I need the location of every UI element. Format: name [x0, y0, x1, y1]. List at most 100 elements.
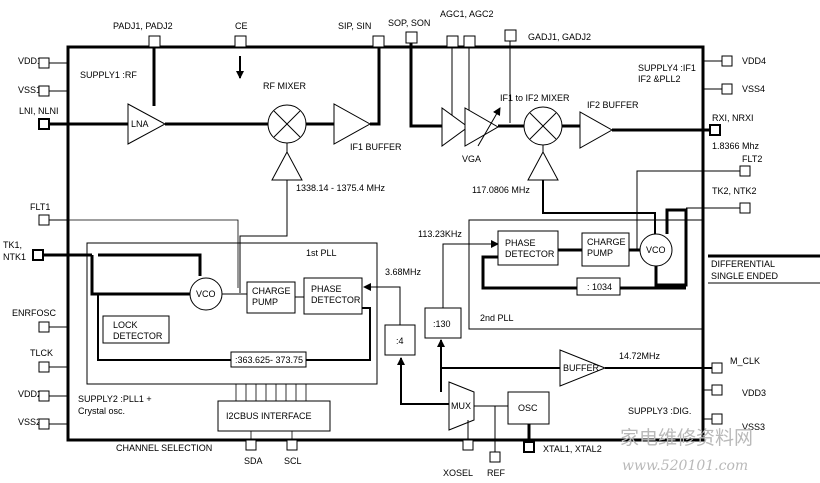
- freq-clk: 14.72MHz: [619, 351, 661, 361]
- pin-vdd2-label: VDD2: [18, 389, 42, 399]
- pin-vss4: [721, 83, 733, 95]
- pin-vdd1: [38, 57, 50, 69]
- watermark-cn: 家电维修资料网: [620, 427, 753, 449]
- watermark-url: www.520101.com: [622, 458, 748, 474]
- lna-label: LNA: [131, 119, 149, 129]
- pin-mclk: [711, 362, 723, 374]
- pin-vss4-label: VSS4: [742, 84, 765, 94]
- pin-agc1: [446, 35, 459, 48]
- pin-lni: [38, 118, 50, 130]
- divider-4-label: :4: [396, 336, 404, 346]
- pll1-phase-det-label-a: PHASE: [311, 284, 342, 294]
- pll2-charge-pump-label-a: CHARGE: [587, 237, 626, 247]
- freq-lo1: 1338.14 - 1375.4 MHz: [296, 183, 386, 193]
- pll1-divider-label: :363.625- 373.75: [235, 355, 303, 365]
- pin-padj-label: PADJ1, PADJ2: [113, 21, 173, 31]
- pin-enrfosc-label: ENRFOSC: [12, 308, 57, 318]
- pin-vdd3-label: VDD3: [742, 388, 766, 398]
- pin-sda: [245, 439, 257, 451]
- pll1-box: [86, 242, 378, 385]
- pin-xtal-label: XTAL1, XTAL2: [543, 444, 602, 454]
- pll2-phase-det-label-a: PHASE: [505, 238, 536, 248]
- supply1-label: SUPPLY1 :RF: [80, 70, 137, 80]
- pin-flt2-label: FLT2: [742, 154, 762, 164]
- pin-xosel-label: XOSEL: [443, 468, 473, 478]
- clock-buffer: [559, 349, 607, 387]
- pin-sip-label: SIP, SIN: [338, 21, 371, 31]
- pll1-label: 1st PLL: [306, 248, 337, 258]
- supply2-label-b: Crystal osc.: [78, 406, 125, 416]
- pin-vdd3: [711, 384, 723, 396]
- i2c-interface: [217, 400, 331, 432]
- pin-flt1-label: FLT1: [30, 202, 50, 212]
- pll2-divider-label: : 1034: [587, 282, 612, 292]
- pin-flt1: [38, 214, 50, 226]
- pin-ref-label: REF: [487, 468, 506, 478]
- freq-if-out: 1.8366 Mhz: [712, 141, 760, 151]
- pin-agc2: [463, 35, 476, 48]
- pll2-label: 2nd PLL: [480, 313, 514, 323]
- mux-label: MUX: [451, 401, 471, 411]
- pin-ref: [489, 451, 501, 463]
- supply4-label-a: SUPPLY4 :IF1: [638, 63, 696, 73]
- lock-detector-label-b: DETECTOR: [113, 331, 163, 341]
- pll2-vco-label: VCO: [646, 245, 666, 255]
- osc-label: OSC: [518, 403, 538, 413]
- pll2-phase-det-label-b: DETECTOR: [505, 249, 555, 259]
- supply4-label-b: IF2 &PLL2: [638, 74, 681, 84]
- pin-vdd4: [721, 55, 733, 67]
- pin-flt2: [739, 165, 751, 177]
- pin-vss1-label: VSS1: [18, 85, 41, 95]
- pin-ntk1-label: NTK1: [3, 252, 26, 262]
- pin-rxi: [709, 124, 721, 136]
- if-mixer-label: IF1 to IF2 MIXER: [500, 93, 570, 103]
- freq-ref-pll1: 3.68MHz: [385, 267, 422, 277]
- lo2-buffer: [527, 150, 559, 181]
- channel-selection-label: CHANNEL SELECTION: [116, 443, 212, 453]
- pll1-charge-pump: [246, 281, 296, 314]
- lo1-buffer: [271, 150, 303, 181]
- if2-buffer-label: IF2 BUFFER: [587, 100, 639, 110]
- clock-buffer-label: BUFFER: [563, 363, 600, 373]
- lna-amplifier: [127, 103, 167, 145]
- pll1-phase-det-label-b: DETECTOR: [311, 295, 361, 305]
- lock-detector: [102, 315, 170, 344]
- pin-vss3-label: VSS3: [742, 422, 765, 432]
- pin-mclk-label: M_CLK: [730, 356, 760, 366]
- pin-tlck: [38, 361, 50, 373]
- supply2-label-a: SUPPLY2 :PLL1 +: [78, 394, 152, 404]
- pin-agc-label: AGC1, AGC2: [440, 9, 494, 19]
- pin-xosel: [462, 439, 474, 451]
- pin-gadj-label: GADJ1, GADJ2: [528, 32, 591, 42]
- legend-single: SINGLE ENDED: [711, 271, 779, 281]
- pin-sip: [372, 35, 385, 48]
- mux: [448, 381, 475, 431]
- vga-label: VGA: [462, 154, 481, 164]
- pin-vdd2: [38, 390, 50, 402]
- pin-tk1: [32, 249, 44, 261]
- legend-differential: DIFFERENTIAL: [711, 259, 775, 269]
- pin-vss1: [38, 85, 50, 97]
- pin-vss2: [38, 418, 50, 430]
- osc: [507, 391, 550, 425]
- pll2-charge-pump: [581, 232, 630, 267]
- lock-detector-label-a: LOCK: [113, 320, 138, 330]
- pll2-charge-pump-label-b: PUMP: [587, 248, 613, 258]
- if1-buffer-label: IF1 BUFFER: [350, 142, 402, 152]
- pin-vdd4-label: VDD4: [742, 56, 766, 66]
- pin-enrfosc: [38, 321, 50, 333]
- rf-mixer-label: RF MIXER: [263, 81, 307, 91]
- pin-sop: [405, 31, 418, 44]
- pin-scl-label: SCL: [284, 456, 302, 466]
- pin-vss3: [711, 413, 723, 425]
- pin-vss2-label: VSS2: [18, 417, 41, 427]
- vga-amplifier-1: [441, 107, 469, 147]
- pin-sop-label: SOP, SON: [388, 18, 430, 28]
- pin-sda-label: SDA: [244, 456, 263, 466]
- chip-outline: [66, 45, 705, 442]
- pin-tk1-label: TK1,: [3, 240, 22, 250]
- supply3-label: SUPPLY3 :DIG.: [628, 406, 691, 416]
- if2-buffer-amplifier: [579, 111, 614, 149]
- freq-lo2: 117.0806 MHz: [472, 185, 530, 195]
